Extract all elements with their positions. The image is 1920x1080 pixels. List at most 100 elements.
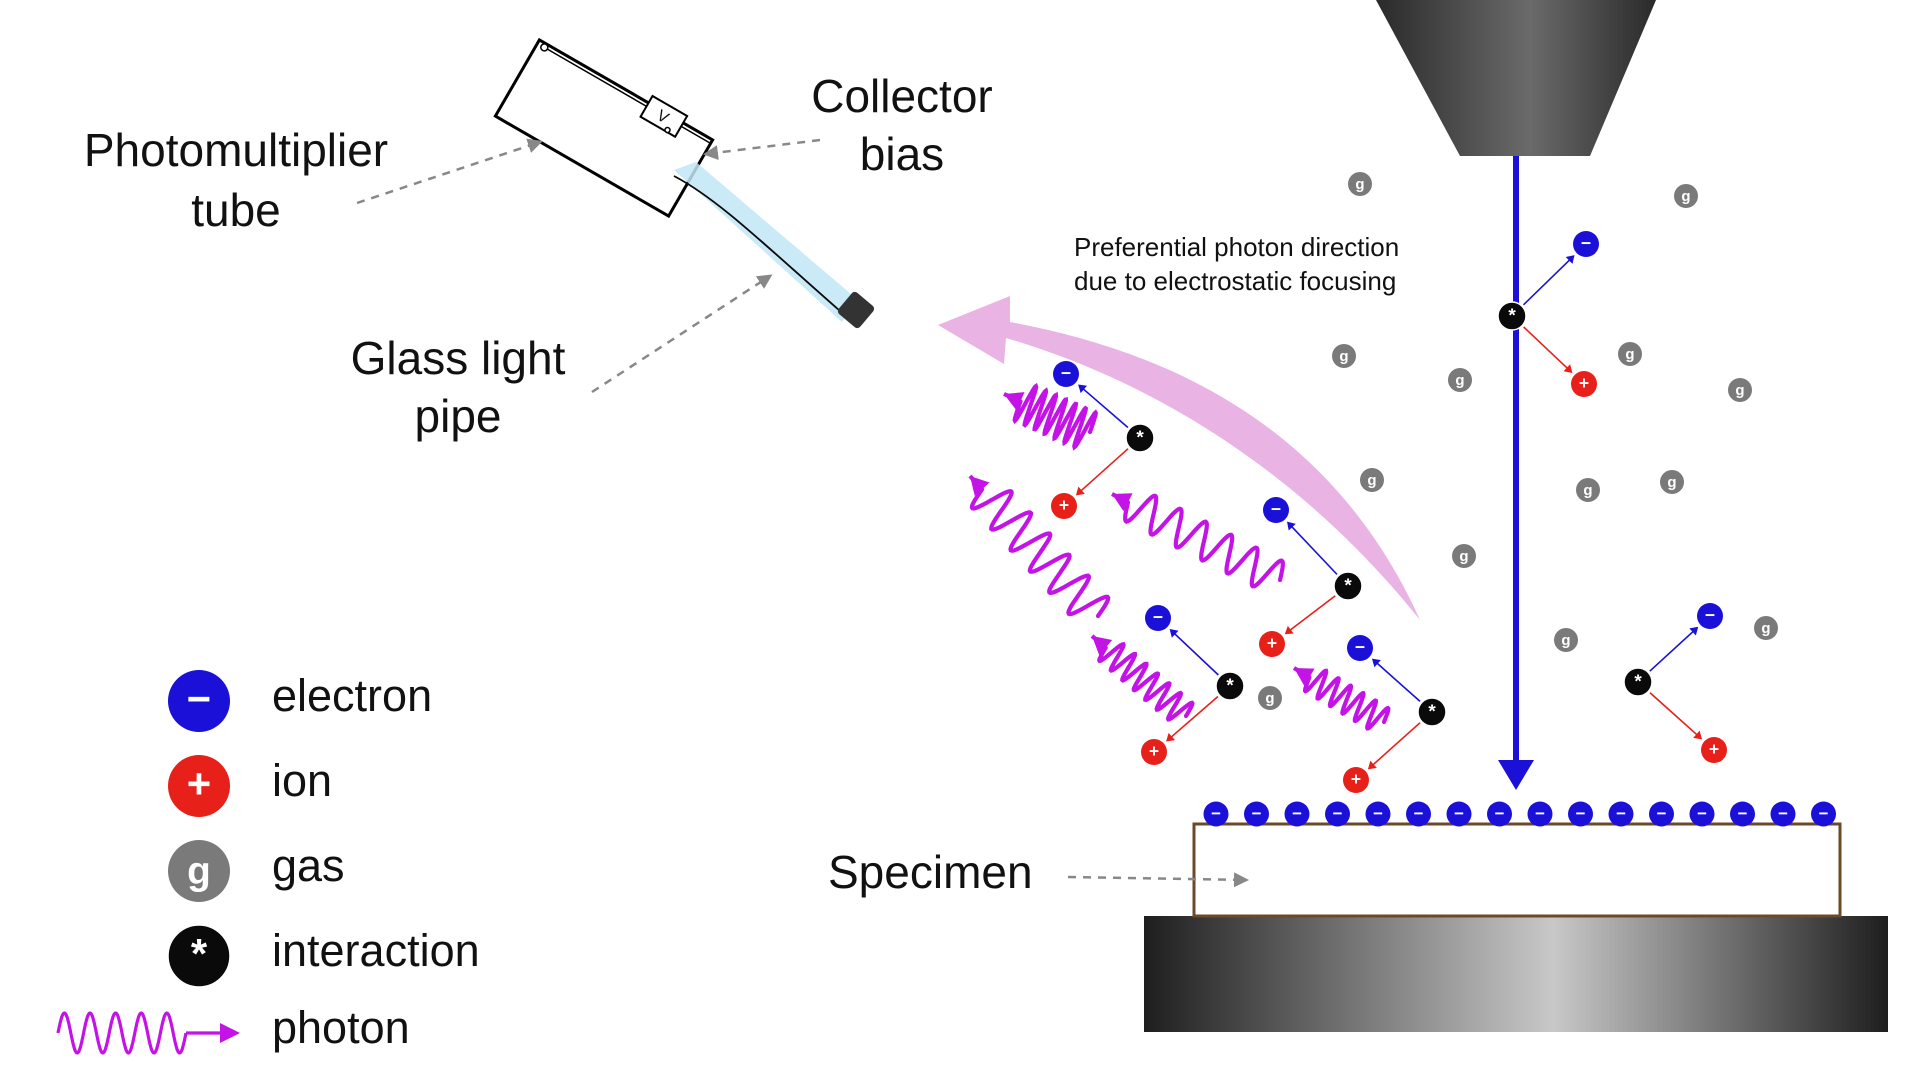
legend-label-interaction: interaction — [272, 925, 480, 976]
svg-text:−: − — [1576, 804, 1586, 823]
electron-4: − — [1347, 635, 1373, 661]
gas-molecule-8: g — [1660, 470, 1684, 494]
svg-text:g: g — [1265, 690, 1274, 707]
svg-text:g: g — [1583, 482, 1592, 499]
photon-4 — [1292, 666, 1391, 731]
surface-electron-15: − — [1811, 801, 1836, 827]
svg-text:−: − — [1495, 804, 1505, 823]
svg-text:−: − — [1535, 804, 1545, 823]
surface-electron-0: − — [1203, 801, 1229, 827]
surface-electron-13: − — [1730, 801, 1755, 827]
svg-text:g: g — [1761, 620, 1770, 637]
svg-text:−: − — [1355, 637, 1365, 657]
svg-text:−: − — [1061, 363, 1071, 383]
glass-pipe-label-line1: Glass light — [351, 332, 566, 384]
legend: − + g * electron ion gas interaction photon — [56, 670, 480, 1055]
svg-text:−: − — [1211, 804, 1221, 823]
surface-electron-7: − — [1487, 801, 1512, 827]
surface-electron-4: − — [1365, 801, 1391, 827]
svg-text:*: * — [1344, 575, 1352, 596]
gas-molecule-4: g — [1618, 342, 1642, 366]
svg-text:g: g — [1367, 472, 1376, 489]
ion-arrow-3 — [1166, 695, 1219, 742]
legend-label-gas: gas — [272, 840, 345, 891]
surface-electron-12: − — [1689, 801, 1715, 827]
collector-bias-label-line1: Collector — [811, 70, 993, 122]
electron-3: − — [1145, 605, 1171, 631]
gas-molecule-11: g — [1754, 616, 1778, 640]
pointer-photomultiplier — [356, 138, 543, 205]
svg-text:+: + — [1709, 739, 1719, 759]
primary-electron-beam — [1498, 156, 1534, 790]
gas-molecule-6: g — [1360, 468, 1384, 492]
svg-text:−: − — [1697, 804, 1707, 823]
surface-electron-2: − — [1284, 801, 1310, 827]
specimen — [1192, 822, 1842, 918]
gas-molecule-7: g — [1576, 478, 1600, 502]
particle-arrow-layer — [1075, 255, 1703, 770]
svg-text:−: − — [1454, 804, 1464, 823]
svg-text:−: − — [1271, 499, 1281, 519]
svg-text:−: − — [1616, 804, 1626, 823]
surface-electron-1: − — [1244, 801, 1269, 827]
svg-text:*: * — [191, 930, 208, 977]
surface-electron-3: − — [1325, 801, 1350, 827]
legend-icon-electron: − — [168, 670, 230, 732]
svg-text:g: g — [1561, 632, 1570, 649]
surface-electron-11: − — [1649, 801, 1674, 827]
svg-text:+: + — [1579, 373, 1589, 393]
svg-text:*: * — [1634, 671, 1642, 692]
legend-icon-photon — [56, 1011, 240, 1055]
svg-text:−: − — [1778, 804, 1788, 823]
svg-text:+: + — [1059, 495, 1069, 515]
photon-3 — [1090, 634, 1195, 722]
gas-molecule-3: g — [1448, 368, 1472, 392]
preferential-direction-arrow — [938, 296, 1420, 620]
ion-5: + — [1701, 737, 1727, 763]
svg-text:+: + — [1149, 741, 1159, 761]
svg-text:−: − — [1581, 233, 1591, 253]
legend-label-photon: photon — [272, 1002, 410, 1053]
interaction-0: * — [1497, 301, 1527, 331]
legend-icon-ion: + — [168, 755, 230, 817]
surface-electron-8: − — [1527, 801, 1553, 827]
pointer-collector-bias — [703, 138, 821, 160]
svg-text:g: g — [187, 850, 211, 893]
svg-text:g: g — [1355, 176, 1364, 193]
specimen-label: Specimen — [828, 846, 1033, 898]
glass-light-pipe — [673, 162, 875, 329]
gas-molecule-5: g — [1728, 378, 1752, 402]
ion-arrow-1 — [1075, 448, 1129, 496]
photon-1 — [968, 474, 1111, 619]
svg-text:g: g — [1735, 382, 1744, 399]
interaction-3: * — [1215, 671, 1245, 701]
electron-arrow-1 — [1078, 384, 1129, 429]
svg-text:g: g — [1339, 348, 1348, 365]
photomultiplier-label-line2: tube — [191, 184, 281, 236]
collector-bias-label-line2: bias — [860, 128, 944, 180]
electron-arrow-2 — [1287, 521, 1338, 575]
electron-5: − — [1697, 603, 1723, 629]
svg-text:g: g — [1625, 346, 1634, 363]
svg-text:g: g — [1455, 372, 1464, 389]
surface-electron-5: − — [1406, 801, 1431, 827]
legend-icon-interaction: * — [167, 924, 231, 988]
preferential-direction-label-line2: due to electrostatic focusing — [1074, 266, 1396, 296]
ion-arrow-2 — [1284, 595, 1336, 635]
surface-electron-10: − — [1608, 801, 1634, 827]
legend-label-ion: ion — [272, 755, 332, 806]
svg-text:g: g — [1667, 474, 1676, 491]
svg-text:*: * — [1428, 701, 1436, 722]
surface-electron-9: − — [1568, 801, 1593, 827]
svg-text:+: + — [1267, 633, 1277, 653]
ion-arrow-0 — [1523, 326, 1573, 374]
svg-text:+: + — [1351, 769, 1361, 789]
legend-label-electron: electron — [272, 670, 432, 721]
gas-molecule-0: g — [1348, 172, 1372, 196]
svg-text:−: − — [1414, 804, 1424, 823]
svg-text:−: − — [1333, 804, 1343, 823]
ion-1: + — [1051, 493, 1077, 519]
svg-text:−: − — [1373, 804, 1383, 823]
svg-text:*: * — [1136, 427, 1144, 448]
